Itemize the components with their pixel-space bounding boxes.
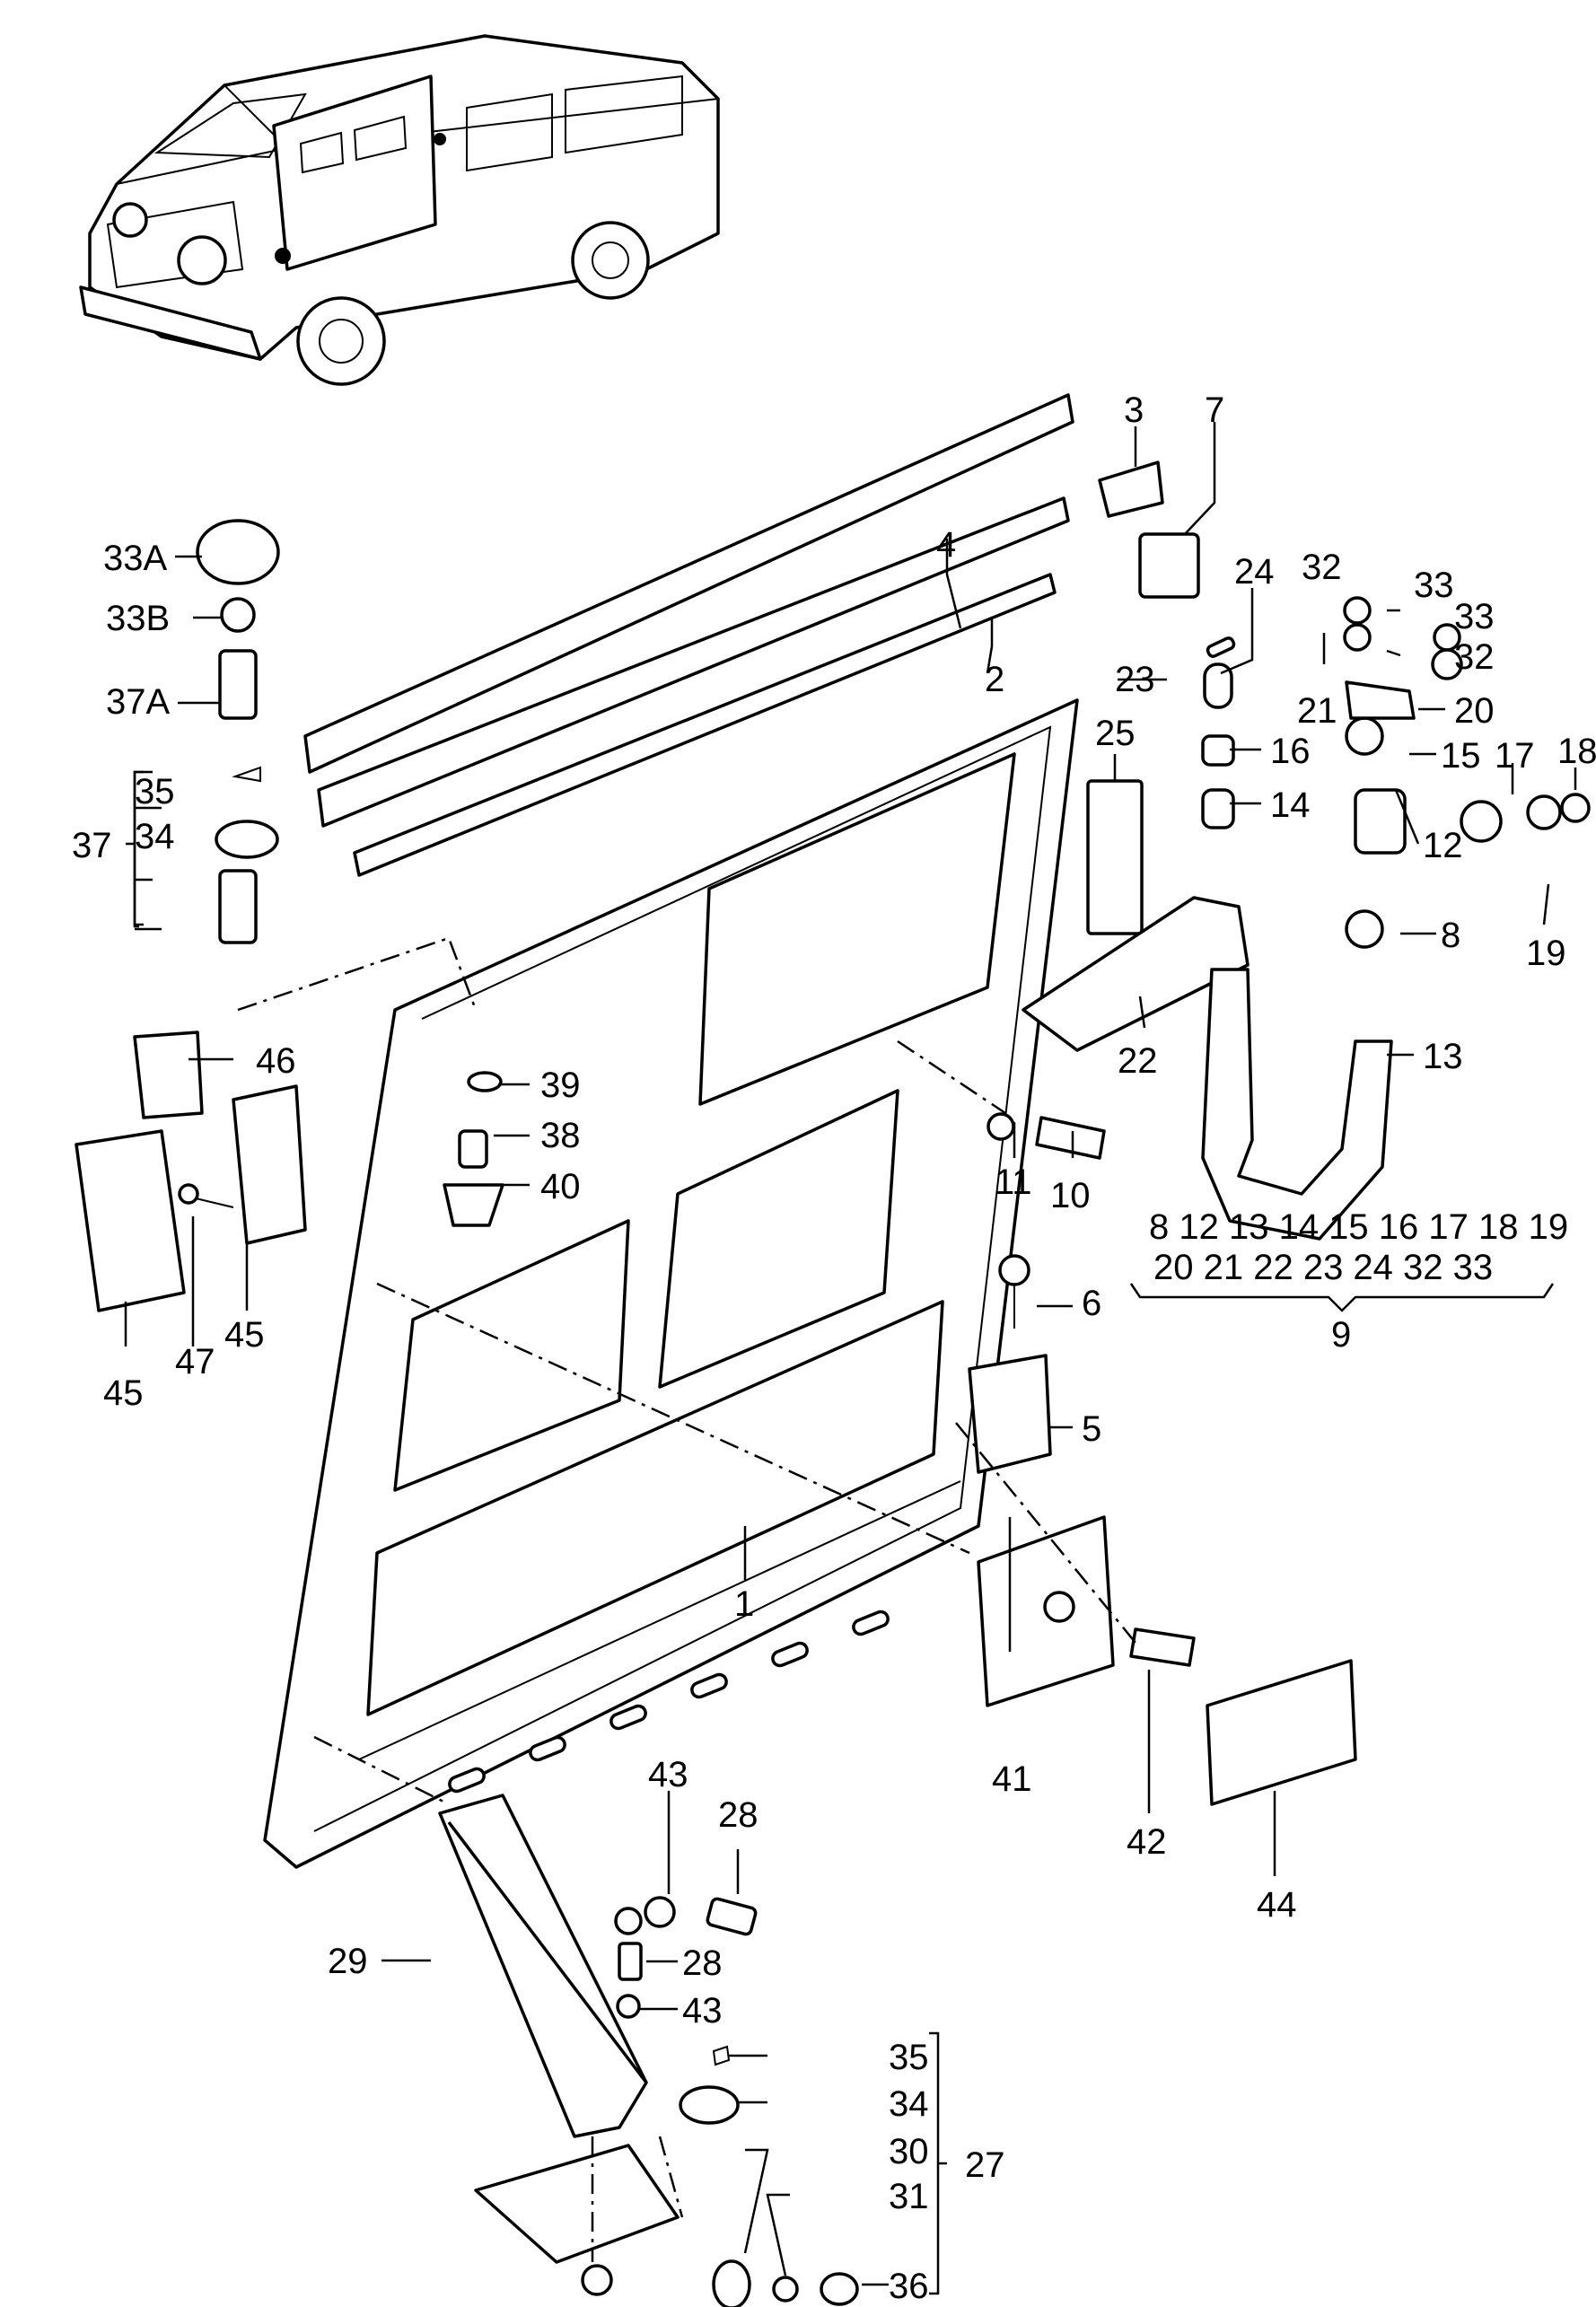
lower-roller-bracket bbox=[438, 1794, 859, 2307]
callout-21: 21 bbox=[1297, 691, 1337, 731]
callout-40: 40 bbox=[540, 1167, 581, 1206]
callout-8: 8 bbox=[1441, 916, 1460, 955]
kit-row-2: 20 21 22 23 24 32 33 bbox=[1153, 1248, 1493, 1287]
callout-35a: 35 bbox=[135, 772, 175, 811]
callout-16: 16 bbox=[1270, 732, 1311, 771]
callout-17: 17 bbox=[1495, 736, 1535, 776]
callout-32a: 32 bbox=[1302, 548, 1342, 587]
callout-2: 2 bbox=[985, 660, 1004, 699]
callout-32b: 32 bbox=[1454, 637, 1495, 677]
van-illustration bbox=[79, 34, 720, 386]
left-hardware bbox=[75, 519, 504, 1312]
callout-5: 5 bbox=[1082, 1409, 1101, 1449]
callout-10: 10 bbox=[1050, 1176, 1091, 1215]
assembly-center-lines bbox=[237, 936, 1136, 2262]
callout-6: 6 bbox=[1082, 1284, 1101, 1323]
callout-13: 13 bbox=[1423, 1037, 1463, 1076]
callout-41: 41 bbox=[992, 1759, 1032, 1799]
callout-35b: 35 bbox=[889, 2038, 929, 2077]
callout-7: 7 bbox=[1205, 390, 1224, 430]
callout-22: 22 bbox=[1118, 1041, 1158, 1081]
callout-28b: 28 bbox=[682, 1943, 723, 1983]
callout-42: 42 bbox=[1127, 1822, 1167, 1862]
callout-29: 29 bbox=[328, 1942, 368, 1981]
group-braces bbox=[126, 770, 1555, 2295]
kit-number: 9 bbox=[1331, 1315, 1351, 1355]
callout-23: 23 bbox=[1115, 660, 1155, 699]
callout-11: 11 bbox=[995, 1162, 1032, 1202]
callout-45b: 45 bbox=[224, 1315, 265, 1355]
callout-3: 3 bbox=[1124, 390, 1144, 430]
callout-33B: 33B bbox=[106, 599, 170, 638]
callout-34a: 34 bbox=[135, 817, 175, 856]
sliding-door-panel bbox=[263, 698, 1079, 1869]
callout-15: 15 bbox=[1441, 736, 1481, 776]
lower-right-hardware bbox=[968, 1254, 1357, 1806]
callout-27: 27 bbox=[965, 2145, 1005, 2185]
callout-4: 4 bbox=[936, 525, 956, 565]
callout-33a: 33 bbox=[1414, 566, 1454, 605]
callout-45a: 45 bbox=[103, 1373, 144, 1413]
callout-14: 14 bbox=[1270, 785, 1311, 825]
callout-47: 47 bbox=[175, 1342, 215, 1382]
callout-labels: 3 7 4 2 33A 33B 37A 24 32 33 33 32 23 21… bbox=[72, 390, 1596, 2306]
callout-19: 19 bbox=[1526, 934, 1566, 973]
callout-28a: 28 bbox=[718, 1795, 759, 1835]
kit-row-1: 8 12 13 14 15 16 17 18 19 bbox=[1149, 1207, 1568, 1247]
callout-31: 31 bbox=[889, 2177, 929, 2216]
callout-43a: 43 bbox=[648, 1755, 688, 1794]
callout-34b: 34 bbox=[889, 2084, 929, 2124]
callout-44: 44 bbox=[1257, 1885, 1297, 1925]
callout-38: 38 bbox=[540, 1116, 581, 1155]
callout-1: 1 bbox=[734, 1584, 754, 1624]
roof-rail-assembly bbox=[303, 393, 1074, 877]
callout-24: 24 bbox=[1234, 552, 1275, 592]
callout-33b: 33 bbox=[1454, 597, 1495, 636]
callout-30: 30 bbox=[889, 2132, 929, 2171]
leader-lines bbox=[124, 422, 1577, 2286]
callout-46: 46 bbox=[256, 1041, 296, 1081]
callout-36: 36 bbox=[889, 2267, 929, 2306]
callout-37A: 37A bbox=[106, 682, 170, 722]
callout-12: 12 bbox=[1423, 826, 1463, 865]
callout-37: 37 bbox=[72, 826, 112, 865]
callout-25: 25 bbox=[1095, 714, 1136, 753]
callout-18: 18 bbox=[1557, 732, 1596, 771]
callout-33A: 33A bbox=[103, 539, 167, 578]
callout-39: 39 bbox=[540, 1066, 581, 1105]
upper-roller-hardware bbox=[987, 461, 1591, 1241]
door-slot-row bbox=[448, 1610, 890, 1794]
callout-43b: 43 bbox=[682, 1991, 723, 2031]
callout-20: 20 bbox=[1454, 691, 1495, 731]
